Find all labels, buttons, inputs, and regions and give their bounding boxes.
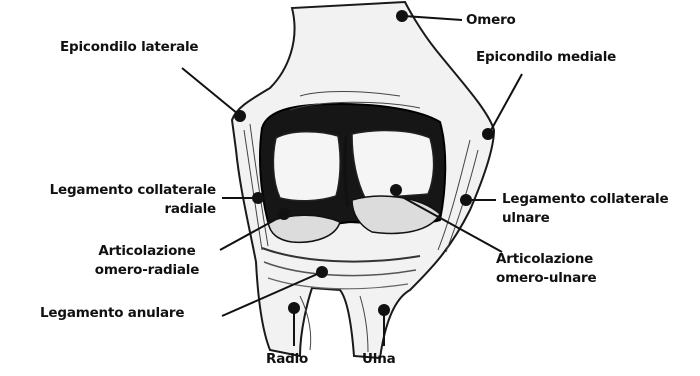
label-lcr-line1: Legamento collaterale	[4, 181, 216, 200]
label-aou-line2: omero-ulnare	[496, 269, 596, 288]
label-aor-line1: Articolazione	[72, 242, 222, 261]
label-epicondilo-laterale: Epicondilo laterale	[60, 38, 198, 57]
label-radio: Radio	[266, 350, 308, 369]
label-lcu-line2: ulnare	[502, 209, 668, 228]
label-aor-line2: omero-radiale	[72, 261, 222, 280]
label-legamento-anulare: Legamento anulare	[40, 304, 184, 323]
label-omero: Omero	[466, 11, 516, 30]
label-articolazione-omero-radiale: Articolazione omero-radiale	[72, 242, 222, 280]
label-epicondilo-mediale: Epicondilo mediale	[476, 48, 616, 67]
label-lcu-line1: Legamento collaterale	[502, 190, 668, 209]
label-ulna: Ulna	[362, 350, 396, 369]
label-legamento-collaterale-ulnare: Legamento collaterale ulnare	[502, 190, 668, 228]
label-aou-line1: Articolazione	[496, 250, 596, 269]
capitulum-surface	[273, 132, 340, 201]
label-articolazione-omero-ulnare: Articolazione omero-ulnare	[496, 250, 596, 288]
label-lcr-line2: radiale	[4, 200, 216, 219]
label-legamento-collaterale-radiale: Legamento collaterale radiale	[4, 181, 216, 219]
